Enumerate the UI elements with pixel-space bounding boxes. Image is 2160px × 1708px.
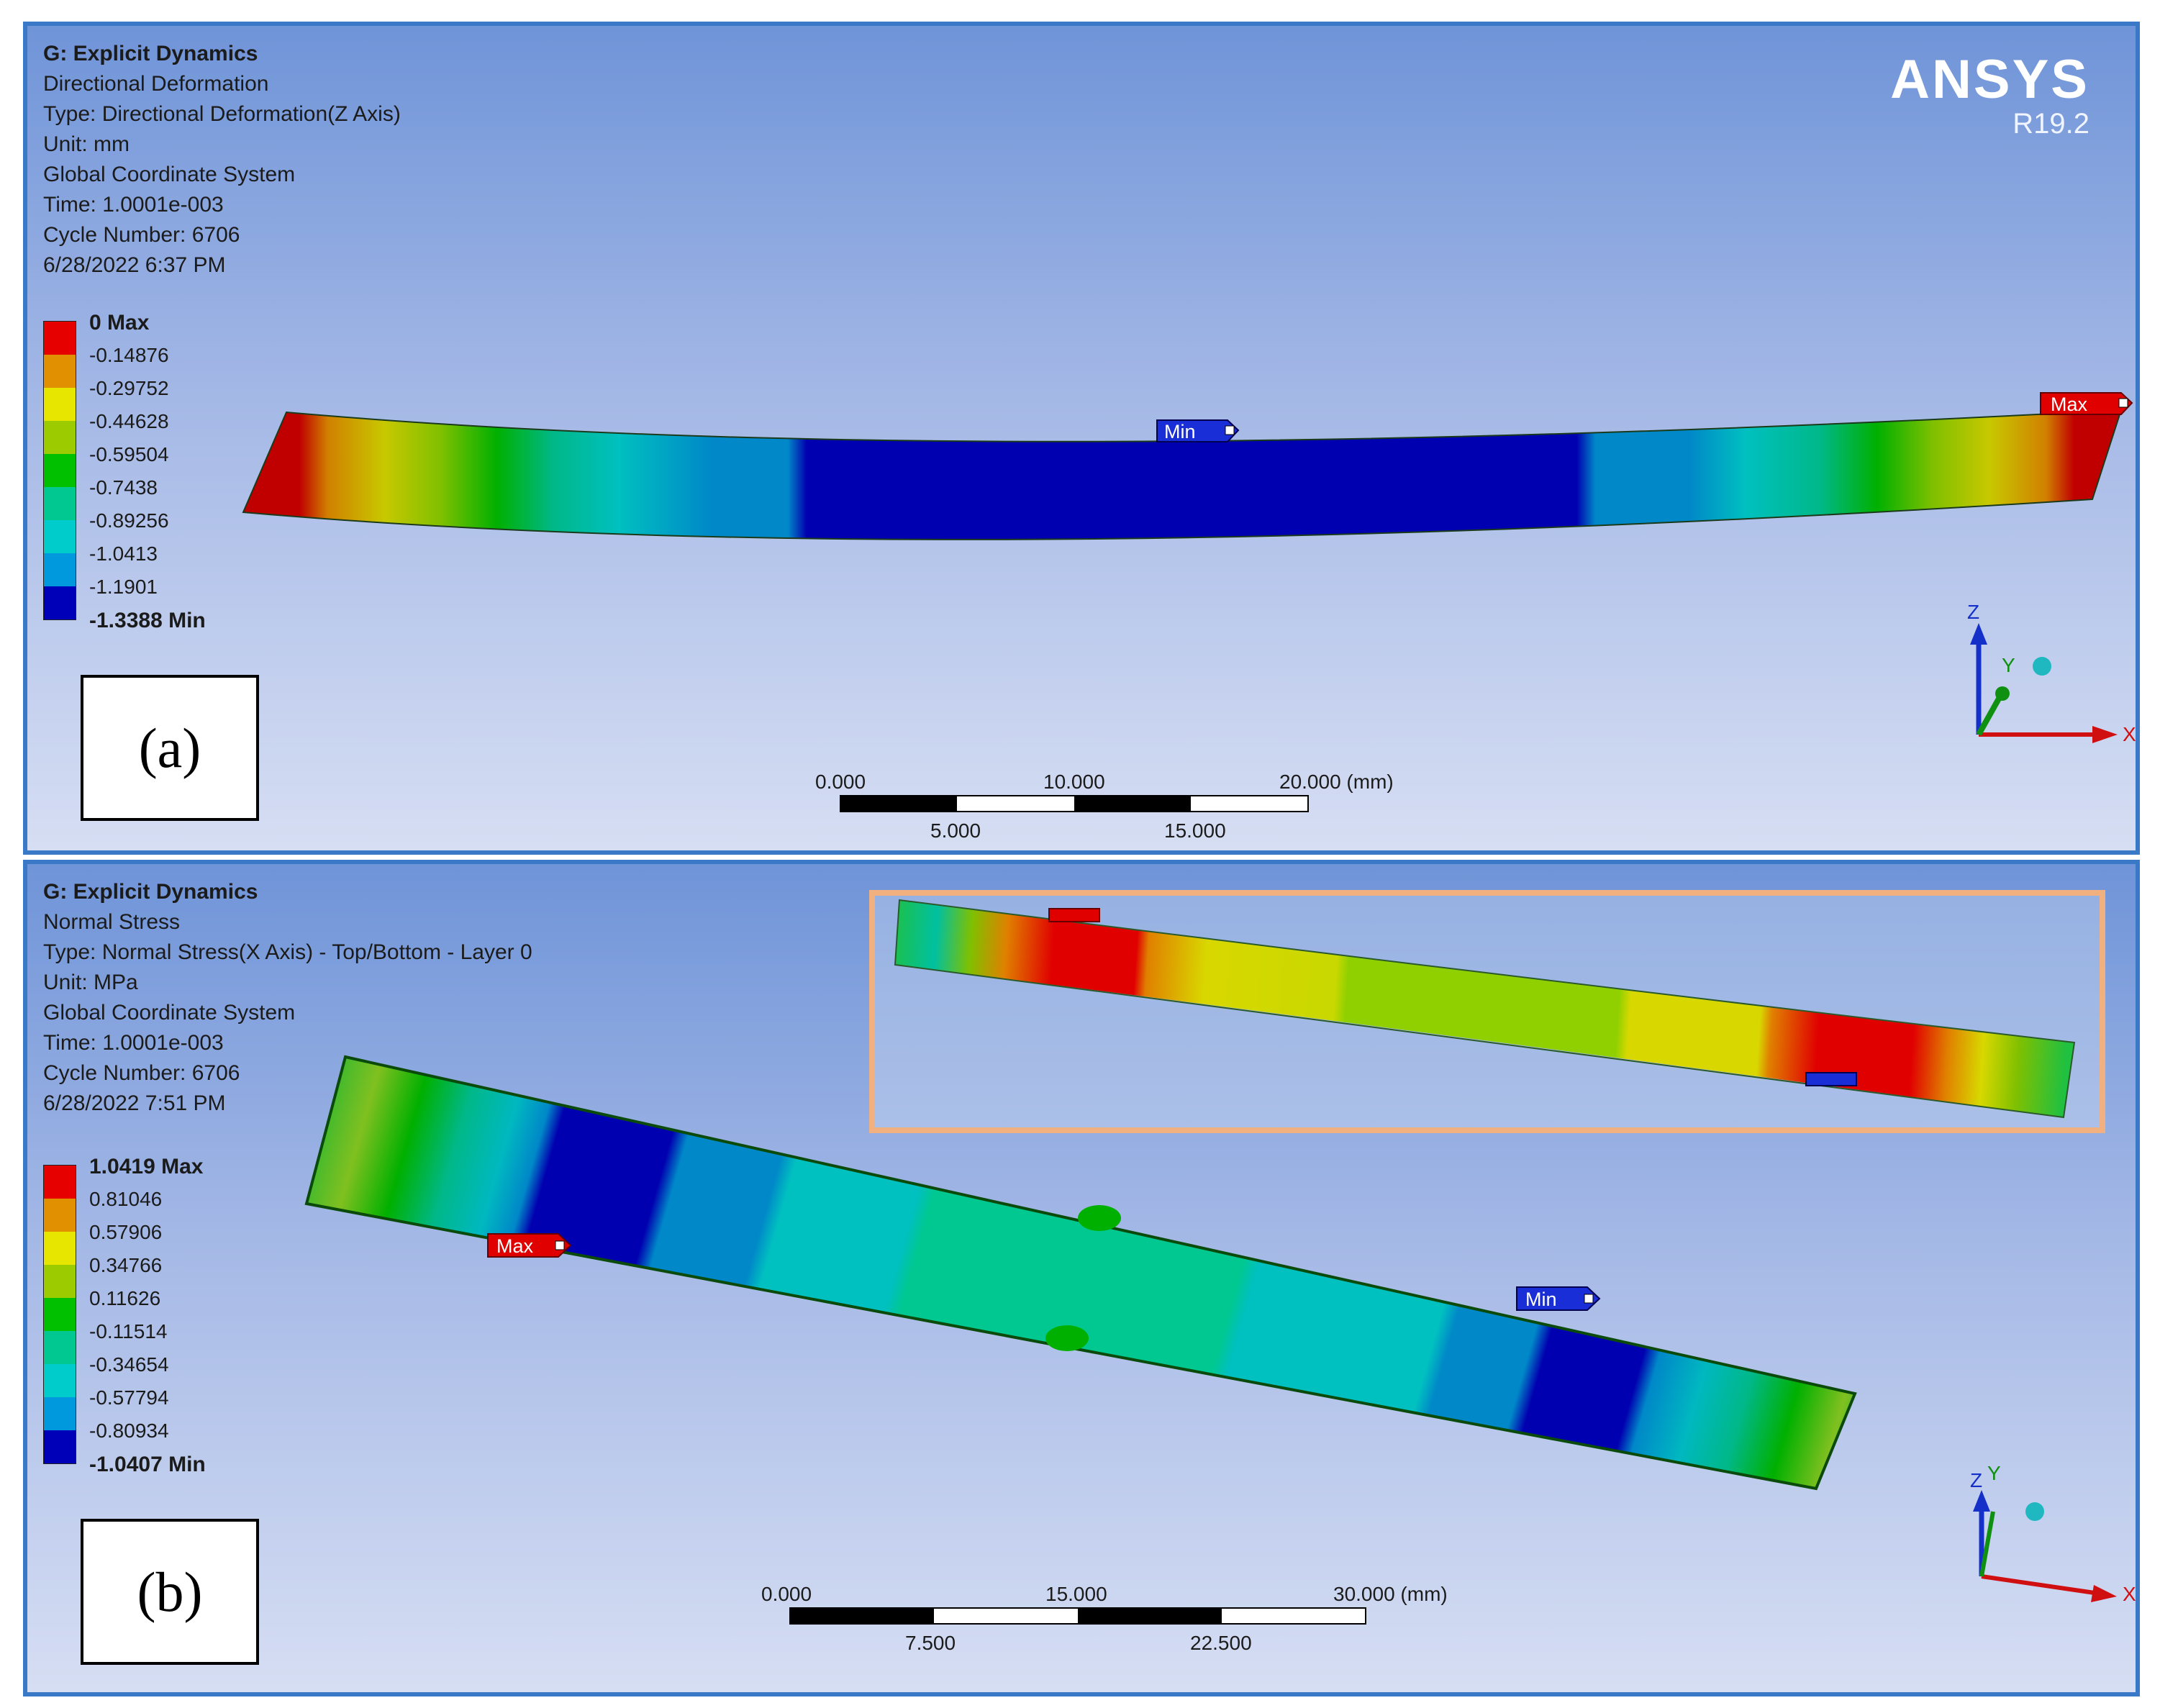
legend-swatch: [44, 421, 76, 454]
result-type: Type: Directional Deformation(Z Axis): [43, 102, 401, 126]
viewport-panel-a[interactable]: G: Explicit Dynamics Directional Deforma…: [23, 22, 2140, 855]
scale-label: 22.500: [1190, 1632, 1252, 1654]
figure-label-b: (b): [81, 1519, 259, 1665]
legend-swatch: [44, 1298, 76, 1331]
scale-bar-b: 0.000 15.000 30.000 (mm) 7.500 22.500: [761, 1583, 1448, 1654]
legend-swatch: [44, 388, 76, 421]
scale-bar-a: 0.000 10.000 20.000 (mm) 5.000 15.000: [815, 771, 1394, 842]
result-date: 6/28/2022 6:37 PM: [43, 253, 226, 277]
axis-label-x: X: [2123, 1583, 2136, 1605]
legend-swatch: [44, 1331, 76, 1364]
scale-label: 30.000 (mm): [1333, 1583, 1448, 1605]
legend-label: 0.81046: [89, 1188, 163, 1210]
min-probe-a[interactable]: Min: [1156, 419, 1240, 442]
brand-name: ANSYS: [1890, 49, 2089, 110]
model-view-a[interactable]: 0.000 10.000 20.000 (mm) 5.000 15.000 Z …: [27, 26, 2136, 850]
max-probe-label: Max: [2051, 394, 2088, 415]
legend-swatch: [44, 1265, 76, 1298]
scale-label: 0.000: [815, 771, 866, 793]
legend-label: -0.59504: [89, 443, 169, 465]
legend-label: -0.29752: [89, 377, 169, 399]
legend-label: 0.57906: [89, 1221, 163, 1243]
ansys-logo: ANSYS R19.2: [1890, 52, 2089, 140]
min-probe-label: Min: [1164, 421, 1196, 442]
legend-label-max: 0 Max: [89, 311, 150, 335]
legend-color-bar: [43, 321, 76, 620]
result-unit: Unit: mm: [43, 132, 130, 156]
cycle-number: Cycle Number: 6706: [43, 1061, 240, 1085]
analysis-title: G: Explicit Dynamics: [43, 42, 258, 65]
cycle-number: Cycle Number: 6706: [43, 223, 240, 247]
legend-label-min: -1.3388 Min: [89, 609, 206, 632]
axis-label-y: Y: [2002, 654, 2015, 676]
legend-swatch: [44, 553, 76, 586]
scale-label: 7.500: [905, 1632, 956, 1654]
legend-label: -1.1901: [89, 576, 158, 598]
axis-triad-a: Z Y X: [1967, 601, 2136, 745]
result-info-b: G: Explicit Dynamics Normal Stress Type:…: [43, 877, 532, 1119]
legend-swatch: [44, 454, 76, 487]
scale-label: 10.000: [1043, 771, 1105, 793]
inset-view[interactable]: [869, 890, 2105, 1133]
max-probe-a[interactable]: Max: [2040, 392, 2133, 415]
legend-swatch: [44, 1166, 76, 1199]
coordinate-system: Global Coordinate System: [43, 1001, 296, 1025]
stressed-beam-b: [304, 1055, 1857, 1491]
axis-label-z: Z: [1970, 1469, 1982, 1491]
legend-swatch: [44, 487, 76, 520]
legend-label: -0.44628: [89, 410, 169, 432]
axis-label-z: Z: [1967, 601, 1979, 623]
result-time: Time: 1.0001e-003: [43, 1031, 224, 1055]
legend-label: -0.11514: [89, 1320, 168, 1343]
legend-label: -1.0413: [89, 542, 158, 565]
legend-label: 0.34766: [89, 1254, 163, 1276]
min-probe-label: Min: [1525, 1289, 1557, 1310]
legend-label: -0.89256: [89, 509, 169, 532]
brand-version: R19.2: [2012, 108, 2089, 140]
result-name: Normal Stress: [43, 910, 181, 934]
legend-label: -0.80934: [89, 1419, 169, 1442]
legend-color-bar: [43, 1165, 76, 1464]
figure-label-a: (a): [81, 675, 259, 821]
result-info-a: G: Explicit Dynamics Directional Deforma…: [43, 39, 401, 281]
legend-label: -0.14876: [89, 344, 169, 366]
legend-swatch: [44, 1430, 76, 1463]
coordinate-system: Global Coordinate System: [43, 163, 296, 186]
scale-label: 5.000: [930, 819, 981, 842]
axis-label-y: Y: [1987, 1462, 2001, 1484]
legend-label-max: 1.0419 Max: [89, 1155, 204, 1178]
scale-label: 0.000: [761, 1583, 812, 1605]
legend-label: -0.7438: [89, 476, 158, 499]
model-view-b[interactable]: Max Min 0.000 15.000 30.000 (mm) 7.500 2…: [27, 864, 2136, 1692]
legend-swatch: [44, 1232, 76, 1265]
analysis-title: G: Explicit Dynamics: [43, 880, 258, 904]
legend-swatch: [44, 586, 76, 619]
legend-swatch: [44, 1397, 76, 1430]
legend-swatch: [44, 1199, 76, 1232]
legend-swatch: [44, 520, 76, 553]
legend-label: 0.11626: [89, 1287, 161, 1309]
legend-swatch: [44, 355, 76, 388]
legend-label-min: -1.0407 Min: [89, 1453, 206, 1476]
legend-label: -0.57794: [89, 1386, 169, 1409]
max-probe-b[interactable]: Max: [487, 1233, 572, 1258]
axis-label-x: X: [2123, 723, 2136, 745]
deformed-beam-a: [242, 409, 2123, 540]
legend-swatch: [44, 1364, 76, 1397]
max-probe-label: Max: [496, 1235, 534, 1257]
viewport-panel-b[interactable]: G: Explicit Dynamics Normal Stress Type:…: [23, 860, 2140, 1696]
scale-label: 20.000 (mm): [1279, 771, 1394, 793]
result-unit: Unit: MPa: [43, 971, 138, 994]
result-name: Directional Deformation: [43, 72, 269, 96]
result-time: Time: 1.0001e-003: [43, 193, 224, 217]
result-date: 6/28/2022 7:51 PM: [43, 1091, 226, 1115]
scale-label: 15.000: [1164, 819, 1226, 842]
axis-triad-b: Z Y X: [1970, 1462, 2136, 1605]
scale-label: 15.000: [1045, 1583, 1107, 1605]
min-probe-b[interactable]: Min: [1516, 1286, 1601, 1311]
result-type: Type: Normal Stress(X Axis) - Top/Bottom…: [43, 940, 532, 964]
legend-label: -0.34654: [89, 1353, 169, 1376]
legend-swatch: [44, 322, 76, 355]
